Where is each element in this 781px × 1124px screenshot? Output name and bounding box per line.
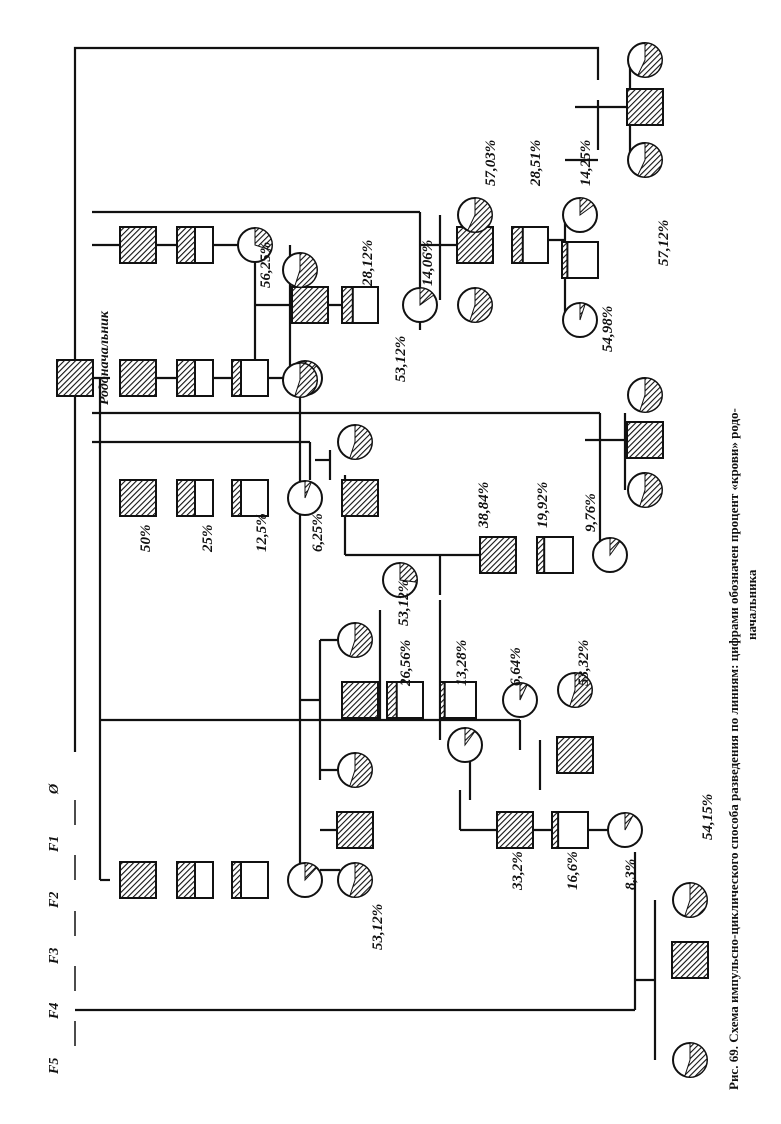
pct-branch-2: 28,51% xyxy=(528,140,544,187)
upper-f5-male xyxy=(341,286,379,324)
figure-caption-line2: начальника xyxy=(744,569,759,640)
lower-f5-female-bottom xyxy=(337,752,373,788)
branch-f9-female xyxy=(562,197,598,233)
figure-caption-line1: Рис. 69. Схема импульсно-циклического сп… xyxy=(726,408,741,1090)
pct-lower-4: 6,64% xyxy=(508,647,524,686)
gen-label-f3: F3 xyxy=(47,948,62,965)
branch-f9-female-bottom xyxy=(562,302,598,338)
bottom-f11-female-bottom xyxy=(672,1042,708,1078)
mid-f10-female-bottom xyxy=(627,472,663,508)
branch-f7-female-top xyxy=(457,197,493,233)
lower-f6-female xyxy=(382,562,418,598)
upper-f3-female xyxy=(237,227,273,263)
pct-lower-2: 26,56% xyxy=(398,640,414,687)
lower-f5-male xyxy=(341,681,379,719)
pct-bottom-3: 16,6% xyxy=(565,851,581,890)
bottom-f5-male xyxy=(336,811,374,849)
mid-f9-female xyxy=(592,537,628,573)
pct-mid-2: 19,92% xyxy=(535,482,551,528)
lower-f7-female xyxy=(447,727,483,763)
pct-bottom-2: 33,2% xyxy=(510,851,526,891)
pct-branch-4: 57,12% xyxy=(656,220,672,266)
gen-label-f2: F2 xyxy=(47,892,62,909)
pct-upper-3: 14,06% xyxy=(420,240,436,286)
nodes xyxy=(56,42,709,1078)
central2-f3-male xyxy=(231,479,269,517)
upper-f2-male xyxy=(176,226,214,264)
lower-f7-male xyxy=(439,681,477,719)
pct-bottom-1: 53,12% xyxy=(370,904,386,950)
branch-f10-female-bottom xyxy=(627,142,663,178)
central2-f1-male xyxy=(119,479,157,517)
central2-f2-male xyxy=(176,479,214,517)
percent-labels: 50% 25% 12,5% 6,25% 56,25% 28,12% 14,06%… xyxy=(138,140,716,950)
bottom-f11-female-top xyxy=(672,882,708,918)
central2-f5-female xyxy=(337,424,373,460)
upper-f1-male xyxy=(119,226,157,264)
gen-label-p: Ø xyxy=(47,783,62,795)
mid-f8-male xyxy=(536,536,574,574)
pct-upper-1: 56,25% xyxy=(258,242,274,288)
upper-f4-female-bottom xyxy=(282,362,318,398)
gen-label-f5: F5 xyxy=(47,1058,62,1075)
bottom-f8-male xyxy=(496,811,534,849)
pct-central-2: 25% xyxy=(200,525,216,554)
pct-mid-3: 9,76% xyxy=(583,493,599,532)
gen-label-f4: F4 xyxy=(47,1003,62,1020)
bottom-f1-male xyxy=(119,861,157,899)
pct-branch-3: 14,25% xyxy=(578,140,594,186)
branch-f9-male xyxy=(561,241,599,279)
bottom-f9-male xyxy=(551,811,589,849)
upper-f4-female-top xyxy=(282,252,318,288)
bottom-f11-male xyxy=(671,941,709,979)
bottom-f4-female xyxy=(287,862,323,898)
branch-f10-male xyxy=(626,88,664,126)
lower-f6-male xyxy=(386,681,424,719)
central2-f4-female xyxy=(287,480,323,516)
central2-f5-male xyxy=(341,479,379,517)
bottom-f5-female xyxy=(337,862,373,898)
pct-lower-5: 53,32% xyxy=(576,640,592,686)
pct-branch-1: 57,03% xyxy=(483,140,499,186)
pct-central-3: 12,5% xyxy=(254,513,270,552)
lower-f8-female xyxy=(502,682,538,718)
lower-f5-female-top xyxy=(337,622,373,658)
pct-bottom-4: 8,3% xyxy=(623,859,639,890)
central-f1-male xyxy=(119,359,157,397)
pct-lower-3: 13,28% xyxy=(454,640,470,686)
pct-mid-1: 38,84% xyxy=(476,482,492,529)
upper-f6-female xyxy=(402,287,438,323)
pct-bottom-5: 54,15% xyxy=(700,794,716,840)
central-f2-male xyxy=(176,359,214,397)
lower-f9-female xyxy=(557,672,593,708)
branch-f10-female-top xyxy=(627,42,663,78)
gen-label-f1: F1 xyxy=(47,836,62,853)
pct-upper-4: 53,12% xyxy=(393,336,409,382)
pct-lower-1: 53,12% xyxy=(396,580,412,626)
mid-f7-male xyxy=(479,536,517,574)
mid-f10-female-top xyxy=(627,377,663,413)
mid-f10-male xyxy=(626,421,664,459)
pct-central-4: 6,25% xyxy=(310,513,326,552)
bottom-f3-male xyxy=(231,861,269,899)
generation-labels: Ø F1 F2 F3 F4 F5 xyxy=(47,783,62,1075)
upper-f4-male xyxy=(291,286,329,324)
pct-upper-2: 28,12% xyxy=(360,240,376,287)
pct-central-1: 50% xyxy=(138,525,154,553)
bottom-f10-female xyxy=(607,812,643,848)
central-f3-male xyxy=(231,359,269,397)
branch-f8-male xyxy=(511,226,549,264)
lower-f9-male xyxy=(556,736,594,774)
branch-f7-female-bottom xyxy=(457,287,493,323)
bottom-f2-male xyxy=(176,861,214,899)
pct-branch-5: 54,98% xyxy=(600,306,616,352)
progenitor-node xyxy=(56,359,94,397)
